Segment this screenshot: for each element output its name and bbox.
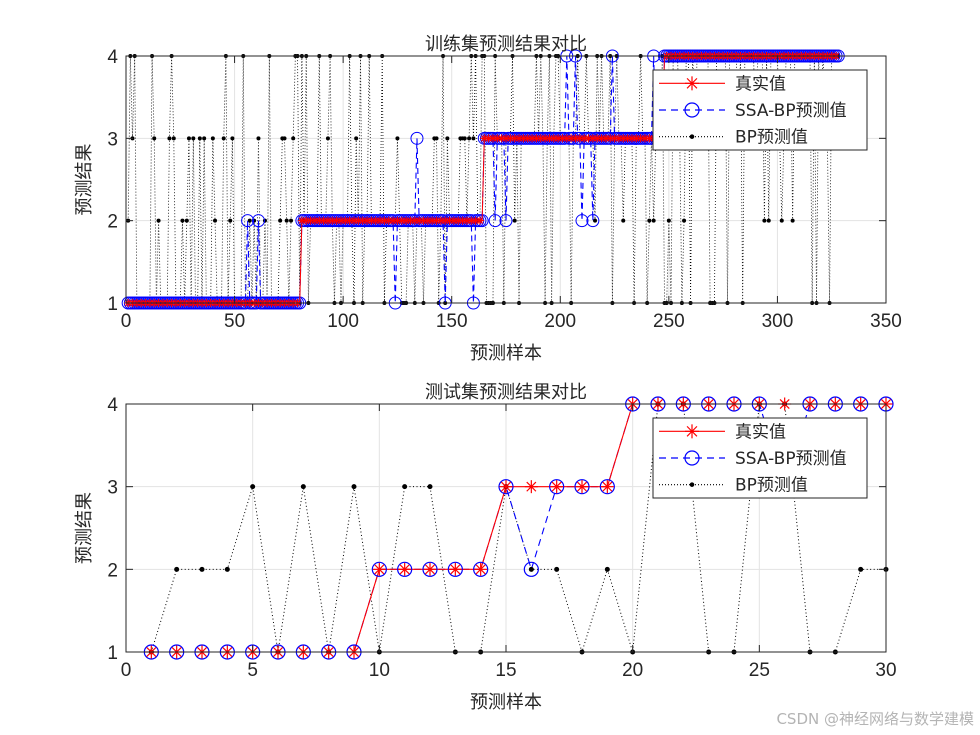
y-tick-label: 3	[107, 129, 118, 150]
x-tick-label: 350	[870, 311, 902, 332]
bp-point	[250, 484, 256, 490]
ssa-bp-point	[447, 561, 463, 577]
x-tick-label: 50	[224, 311, 245, 332]
x-axis-label: 预测样本	[470, 692, 542, 713]
bp-point	[427, 484, 433, 490]
legend-label: BP预测值	[735, 476, 808, 496]
ssa-bp-point	[523, 561, 539, 577]
legend-label: BP预测值	[735, 128, 808, 148]
x-tick-label: 5	[247, 660, 258, 681]
y-tick-label: 1	[107, 643, 118, 664]
x-tick-label: 250	[653, 311, 685, 332]
legend-label: 真实值	[735, 74, 786, 94]
ssa-bp-point	[397, 561, 413, 577]
bp-point	[858, 566, 864, 572]
legend-label: 真实值	[735, 422, 786, 442]
y-axis-label: 预测结果	[74, 492, 95, 564]
x-tick-label: 30	[875, 660, 896, 681]
x-tick-label: 20	[622, 660, 643, 681]
y-tick-label: 1	[107, 294, 118, 315]
legend-item-2: BP预测值	[659, 476, 808, 496]
x-tick-label: 300	[762, 311, 794, 332]
ssa-bp-point	[599, 479, 615, 495]
ssa-bp-point	[574, 479, 590, 495]
bp-point	[604, 566, 610, 572]
chart-title: 测试集预测结果对比	[425, 382, 587, 403]
x-tick-label: 150	[436, 311, 468, 332]
x-tick-label: 100	[327, 311, 359, 332]
bp-point	[528, 566, 534, 572]
bp-point	[224, 566, 230, 572]
bp-point	[554, 566, 560, 572]
ssa-bp-point	[422, 561, 438, 577]
y-tick-label: 4	[107, 47, 118, 68]
legend-item-1: SSA-BP预测值	[659, 449, 847, 469]
ssa-bp-point	[473, 561, 489, 577]
bp-point	[402, 484, 408, 490]
x-tick-label: 10	[369, 660, 390, 681]
ssa-bp-point	[498, 479, 514, 495]
legend-item-0: 真实值	[659, 74, 786, 94]
y-tick-label: 3	[107, 478, 118, 499]
watermark: CSDN @神经网络与数学建模	[776, 710, 974, 728]
x-tick-label: 0	[121, 660, 132, 681]
legend-label: SSA-BP预测值	[735, 449, 847, 469]
y-tick-label: 2	[107, 212, 118, 233]
axes-box	[125, 55, 887, 304]
y-tick-label: 2	[107, 560, 118, 581]
bp-point	[300, 484, 306, 490]
legend: 真实值 SSA-BP预测值 BP预测值	[652, 417, 868, 499]
bp-point	[351, 484, 357, 490]
legend-item-2: BP预测值	[659, 128, 808, 148]
x-tick-label: 15	[495, 660, 516, 681]
x-tick-label: 0	[121, 311, 132, 332]
ssa-bp-point	[371, 561, 387, 577]
ssa-bp-point	[549, 479, 565, 495]
y-tick-label: 4	[107, 395, 118, 416]
x-axis-label: 预测样本	[470, 343, 542, 364]
chart-title: 训练集预测结果对比	[425, 34, 587, 55]
legend-item-0: 真实值	[659, 422, 786, 442]
bp-point	[199, 566, 205, 572]
x-tick-label: 200	[544, 311, 576, 332]
y-axis-label: 预测结果	[74, 144, 95, 216]
legend-label: SSA-BP预测值	[735, 101, 847, 121]
x-tick-label: 25	[749, 660, 770, 681]
bp-point	[174, 566, 180, 572]
legend-item-1: SSA-BP预测值	[659, 101, 847, 121]
legend: 真实值 SSA-BP预测值 BP预测值	[652, 69, 868, 151]
